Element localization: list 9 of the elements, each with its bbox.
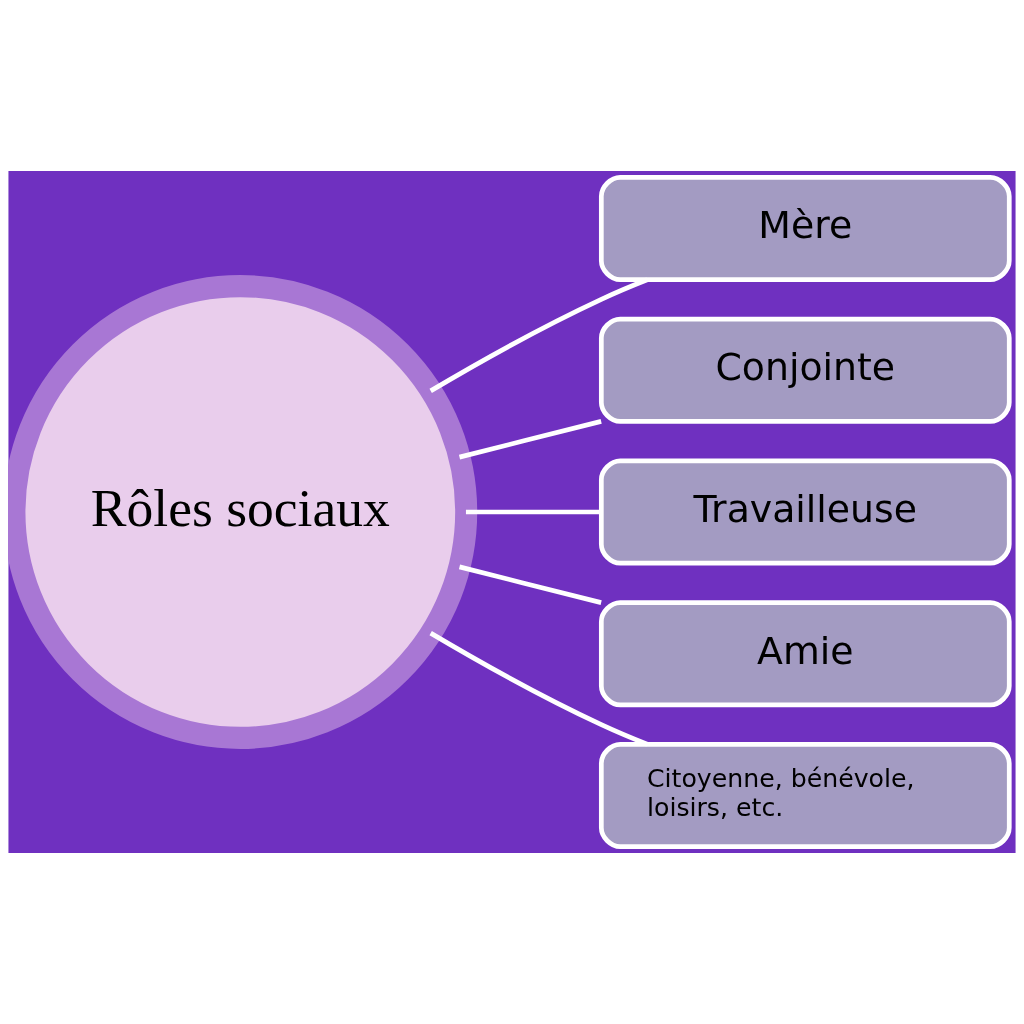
node-circle: Rôles sociaux [8, 275, 478, 749]
node-box: Citoyenne, bénévole, loisirs, etc. [598, 741, 1012, 850]
connector [465, 509, 602, 515]
connector [458, 419, 602, 460]
node-box: Conjointe [598, 316, 1012, 424]
node-box: Travailleuse [598, 458, 1012, 566]
node-box: Mère [598, 174, 1012, 283]
connector [458, 564, 602, 605]
node-box: Amie [598, 600, 1012, 708]
